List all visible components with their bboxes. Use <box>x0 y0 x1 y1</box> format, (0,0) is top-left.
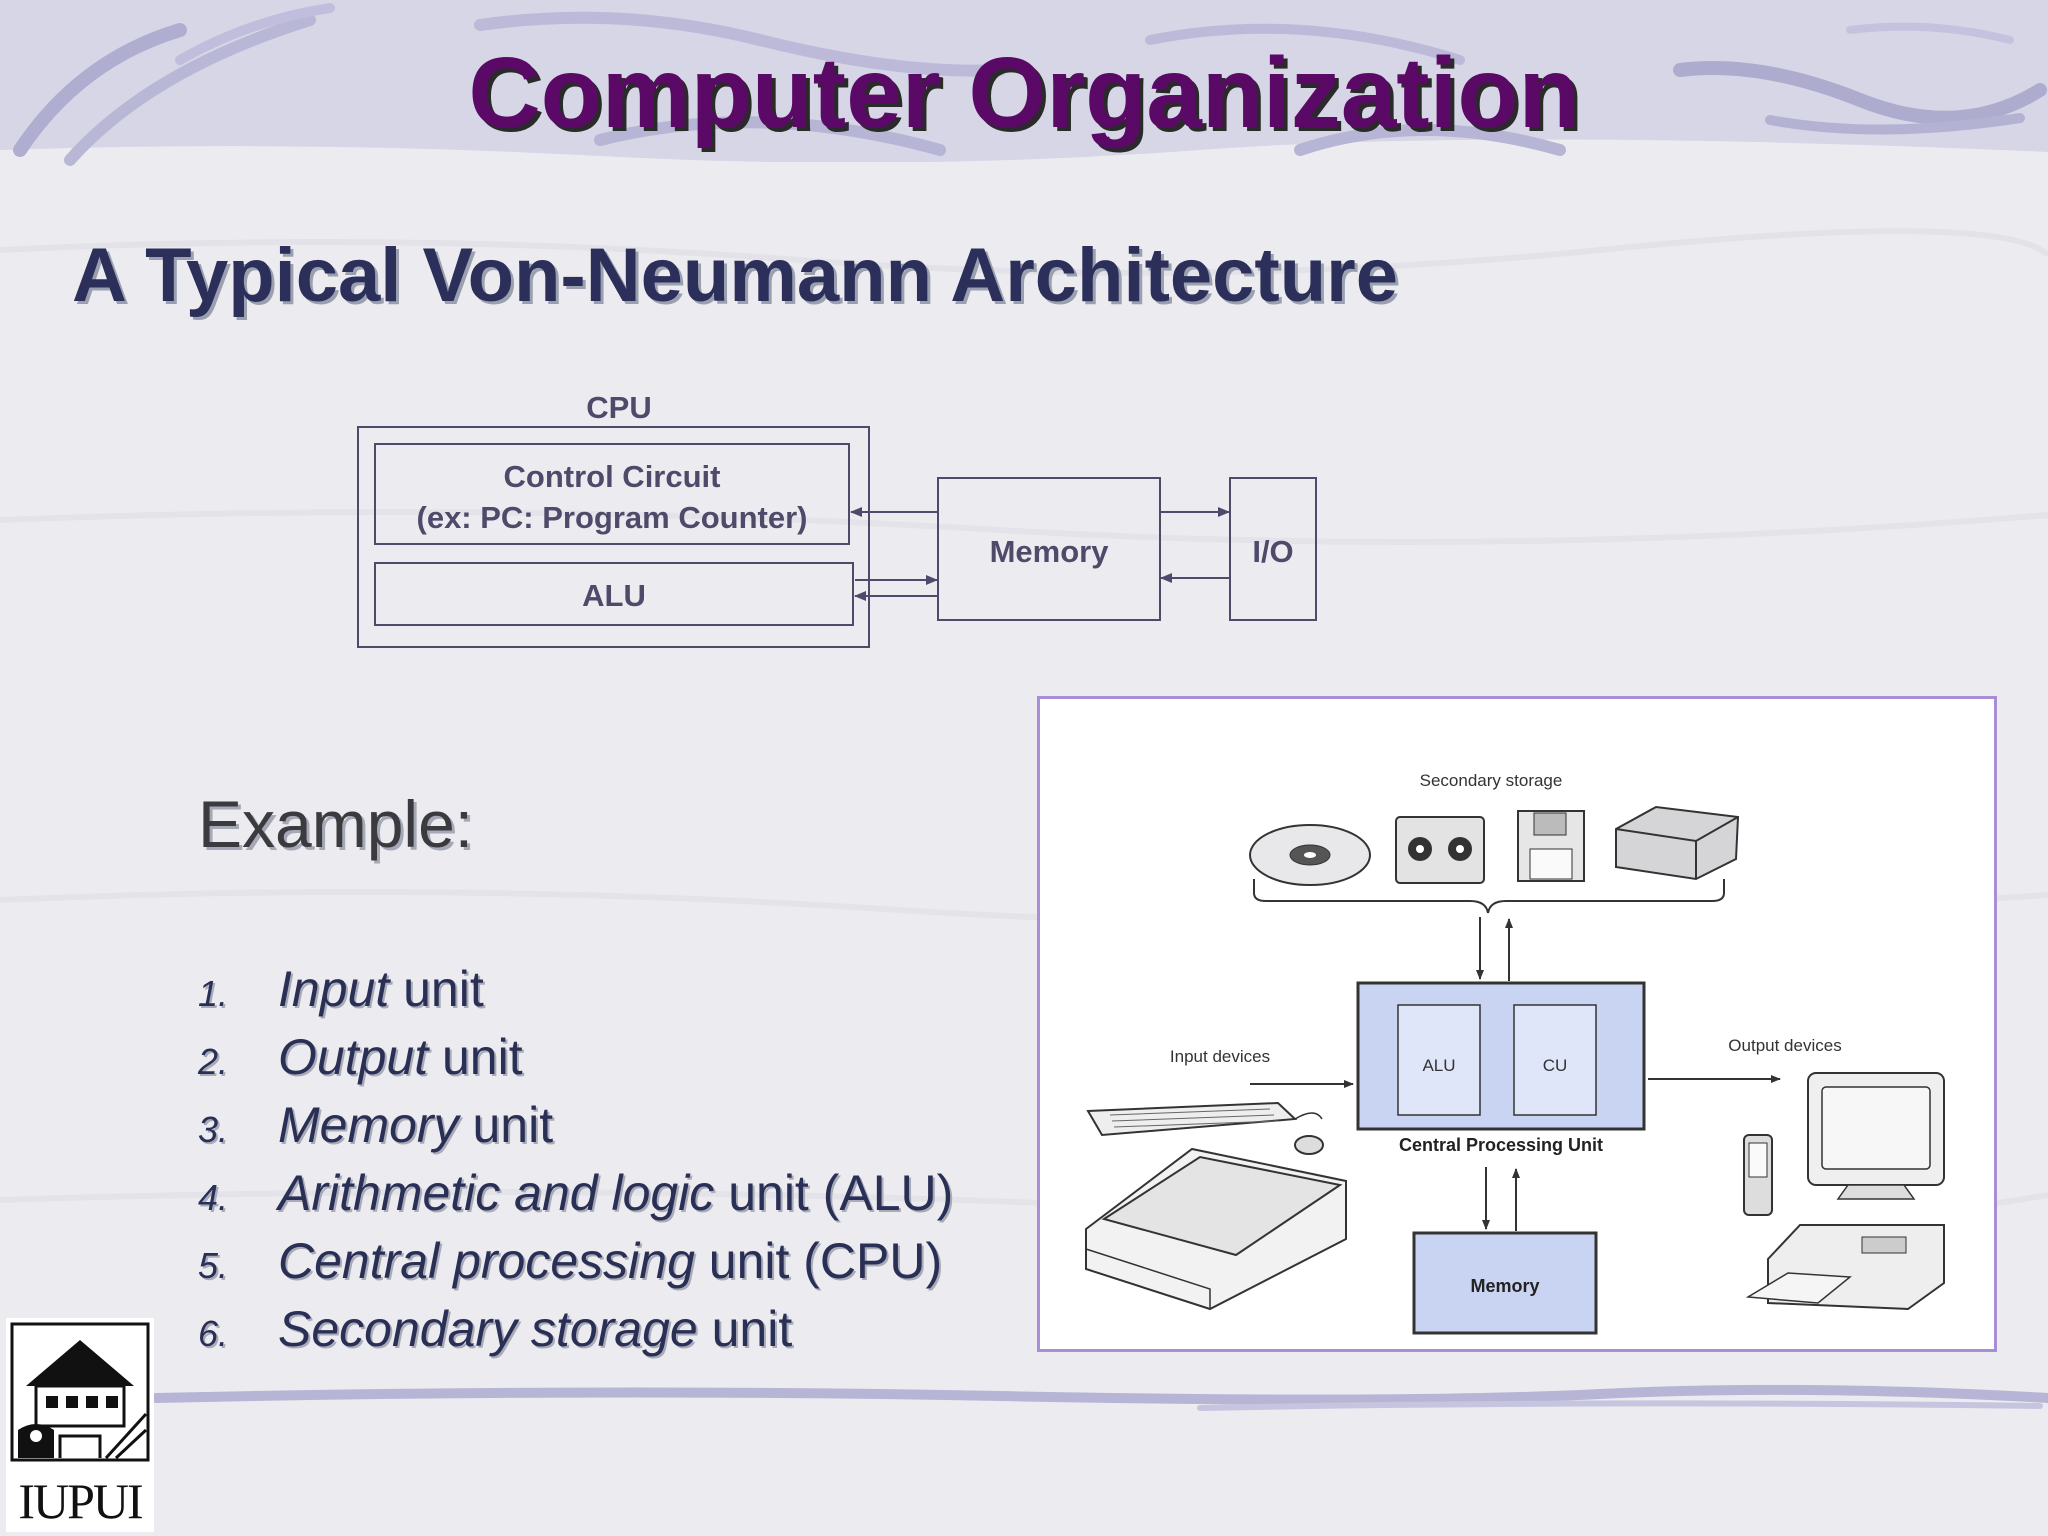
mouse-icon <box>1294 1112 1324 1155</box>
pda-icon <box>1743 1134 1773 1216</box>
list-item: 2. Output unit <box>198 1028 953 1096</box>
list-item: 6. Secondary storage unit <box>198 1300 953 1368</box>
list-item: 1. Input unit <box>198 960 953 1028</box>
list-item: 4. Arithmetic and logic unit (ALU) <box>198 1164 953 1232</box>
list-number: 4. <box>198 1177 229 1218</box>
list-text: Secondary storage unit <box>278 1300 792 1358</box>
cpu-box <box>357 426 870 648</box>
list-rest: unit (CPU) <box>694 1233 943 1289</box>
figure-cpu-label: Central Processing Unit <box>1399 1135 1603 1155</box>
cd-disc-icon <box>1249 824 1371 886</box>
footer-divider <box>151 1384 2048 1411</box>
control-circuit-box <box>374 443 850 545</box>
list-text: Output unit <box>278 1028 523 1086</box>
logo-building-icon <box>10 1322 150 1462</box>
list-rest: unit <box>389 961 484 1017</box>
cpu-label: CPU <box>586 390 651 425</box>
list-rest: unit <box>428 1029 523 1085</box>
logo-text: IUPUI <box>18 1473 143 1529</box>
list-number: 3. <box>198 1109 229 1150</box>
slide-title: Computer Organization <box>468 37 1580 149</box>
list-item: 5. Central processing unit (CPU) <box>198 1232 953 1300</box>
list-italic: Input <box>278 961 390 1017</box>
figure-cu-label: CU <box>1543 1056 1568 1075</box>
list-italic: Output <box>278 1029 429 1085</box>
printer-icon <box>1745 1224 1945 1311</box>
memory-box <box>937 477 1161 621</box>
example-heading: Example: <box>198 787 474 861</box>
input-devices-label: Input devices <box>1170 1047 1270 1066</box>
list-text: Memory unit <box>278 1096 553 1154</box>
figure-memory-box <box>1412 1231 1598 1335</box>
list-number: 2. <box>198 1041 229 1082</box>
von-neumann-diagram: CPU Control Circuit (ex: PC: Program Cou… <box>357 390 1317 648</box>
alu-box <box>374 562 854 626</box>
io-box <box>1229 477 1317 621</box>
cassette-tape-icon <box>1395 816 1485 884</box>
list-item: 3. Memory unit <box>198 1096 953 1164</box>
keyboard-icon <box>1086 1101 1298 1137</box>
control-circuit-label: Control Circuit <box>504 459 721 494</box>
program-counter-label: (ex: PC: Program Counter) <box>417 500 808 535</box>
list-italic: Memory <box>278 1097 459 1153</box>
memory-label: Memory <box>990 534 1110 569</box>
computer-figure-drawing: Secondary storage <box>1085 771 1945 1335</box>
header-band <box>0 0 2048 170</box>
figure-cu-box <box>1513 1004 1597 1116</box>
list-text: Arithmetic and logic unit (ALU) <box>278 1164 953 1222</box>
storage-brace <box>1253 879 1725 914</box>
monitor-icon <box>1807 1072 1945 1200</box>
scanner-icon <box>1085 1147 1347 1311</box>
list-number: 6. <box>198 1313 229 1354</box>
slide-subtitle: A Typical Von-Neumann Architecture <box>72 233 1398 318</box>
list-italic: Arithmetic and logic <box>278 1165 715 1221</box>
figure-memory-label: Memory <box>1470 1276 1539 1296</box>
output-devices-label: Output devices <box>1728 1036 1841 1055</box>
list-number: 5. <box>198 1245 229 1286</box>
floppy-disk-icon <box>1517 810 1585 882</box>
list-rest: unit (ALU) <box>714 1165 954 1221</box>
list-text: Central processing unit (CPU) <box>278 1232 942 1290</box>
unit-list: 1. Input unit 2. Output unit 3. Memory u… <box>198 960 953 1368</box>
secondary-storage-label: Secondary storage <box>1420 771 1563 790</box>
list-rest: unit <box>697 1301 793 1357</box>
list-number: 1. <box>198 973 229 1014</box>
list-italic: Central processing <box>278 1233 695 1289</box>
list-italic: Secondary storage <box>278 1301 698 1357</box>
list-rest: unit <box>458 1097 554 1153</box>
figure-alu-box <box>1397 1004 1481 1116</box>
external-drive-icon <box>1615 805 1740 881</box>
iupui-logo: IUPUI <box>6 1318 154 1532</box>
figure-alu-label: ALU <box>1422 1056 1455 1075</box>
io-label: I/O <box>1252 534 1293 569</box>
computer-figure: Secondary storage <box>1037 696 1997 1352</box>
list-text: Input unit <box>278 960 484 1018</box>
alu-label: ALU <box>582 578 646 613</box>
